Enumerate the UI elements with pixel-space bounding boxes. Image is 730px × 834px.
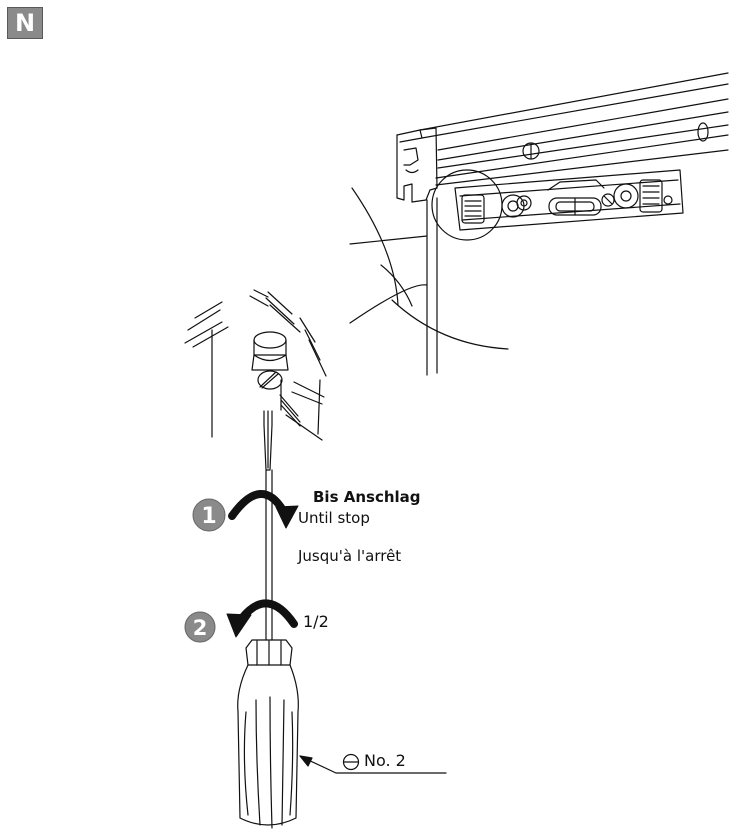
clockwise-arrow-icon (228, 490, 299, 529)
step-1-number: 1 (201, 504, 216, 529)
step-1-label-fr: Jusqu'à l'arrêt (298, 547, 402, 565)
screwdriver-handle (237, 639, 299, 829)
step-1-label-de: Bis Anschlag (313, 488, 421, 506)
detail-circle (431, 169, 503, 241)
section-badge: N (7, 7, 43, 39)
rail-profile (396, 72, 729, 231)
step-2-circle (184, 611, 216, 643)
slotted-screw-icon (342, 753, 360, 771)
counterclockwise-arrow-icon (226, 599, 298, 638)
detail-pointer-lines (349, 187, 509, 350)
detail-view (184, 289, 327, 441)
step-1-circle (192, 498, 226, 532)
tool-label: No. 2 (364, 751, 406, 770)
step-2-number: 2 (193, 616, 208, 640)
step-1-label-en: Until stop (298, 509, 370, 527)
section-badge-letter: N (14, 9, 36, 37)
step-2-amount: 1/2 (303, 612, 329, 631)
tool-callout-leader (299, 755, 447, 774)
carriage-hardware (461, 179, 673, 224)
door-edge (426, 197, 438, 376)
